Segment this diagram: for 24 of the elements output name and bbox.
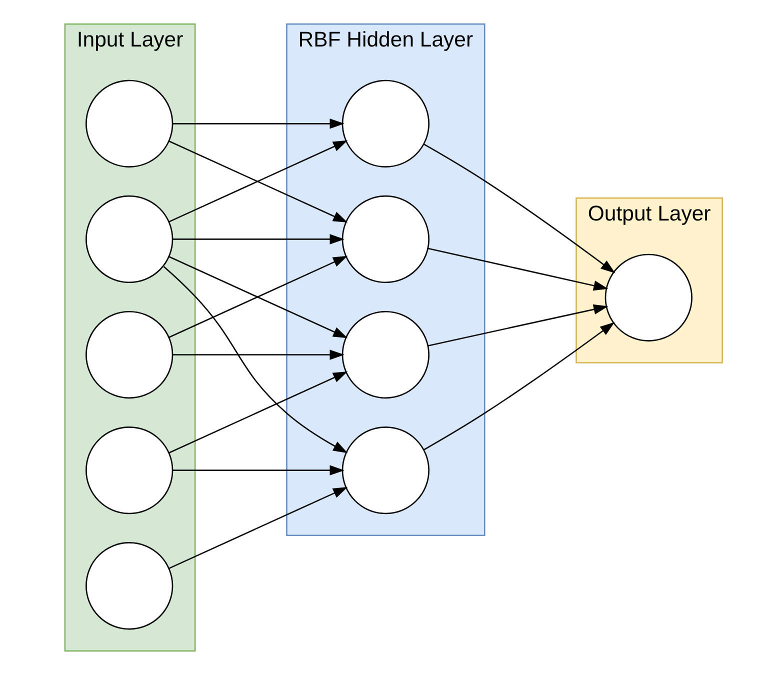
node-circle [86,195,174,284]
cluster: Input Layer [64,23,196,652]
node-circle [604,254,692,342]
arrow [172,234,344,244]
node-circle [342,426,430,514]
arrow [424,322,615,450]
cluster: Output Layer [576,197,724,364]
node-circle [342,80,430,168]
arrow [428,248,608,291]
node-circle [86,426,174,514]
node-circle [86,80,174,168]
node-circle [86,310,174,399]
cluster: RBF Hidden Layer [286,23,486,536]
arrow [428,304,608,346]
arrow [172,350,344,360]
arrow [172,118,344,129]
node-circle [86,542,174,630]
arrow [424,144,616,274]
arrow [168,371,348,454]
arrow [163,266,348,454]
arrow [172,465,344,476]
arrow [168,487,348,569]
node-circle [342,195,430,284]
node-circle [342,310,430,399]
